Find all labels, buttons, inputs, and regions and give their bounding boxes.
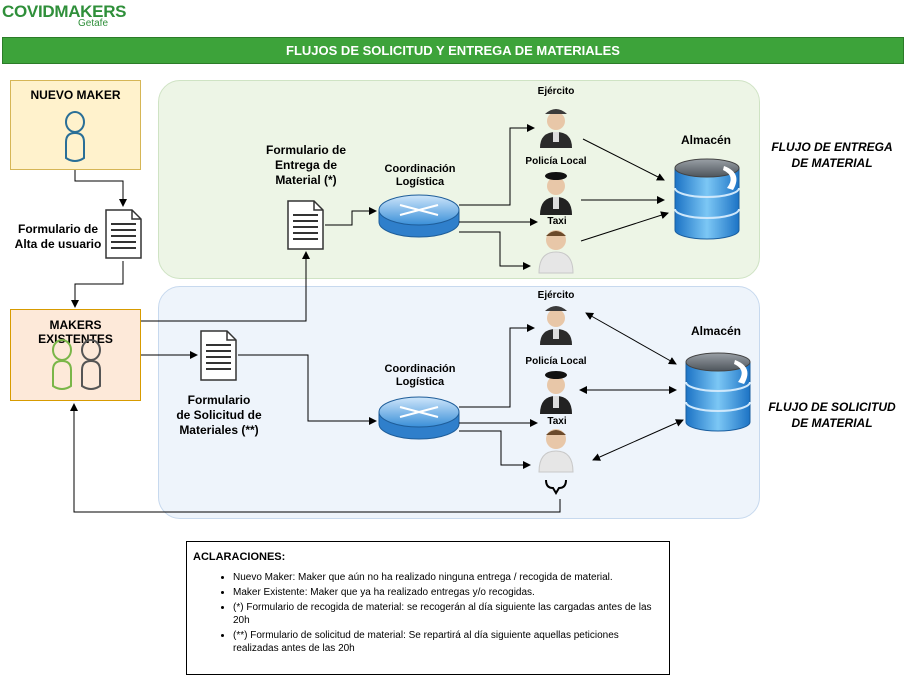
note-item: Maker Existente: Maker que ya ha realiza…	[233, 586, 663, 599]
taxi-person-icon	[538, 230, 574, 274]
database-icon	[674, 158, 740, 240]
router-icon	[378, 396, 460, 440]
entrega-form-line-1: Formulario de	[265, 143, 346, 157]
document-icon	[287, 200, 324, 250]
notes-list: Nuevo Maker: Maker que aún no ha realiza…	[193, 571, 663, 655]
almacen-top-label: Almacén	[680, 133, 732, 147]
coordinacion-top-line-2: Logística	[395, 176, 445, 188]
connector-lines	[70, 124, 684, 513]
coordinacion-bot-line-2: Logística	[395, 376, 445, 388]
entrega-form-label: Formulario de Entrega de Material (*)	[256, 143, 356, 188]
coordinacion-bot-label: Coordinación Logística	[368, 363, 472, 389]
delivery-flow-line-1: FLUJO DE ENTREGA	[771, 140, 893, 154]
taxi-bot-label: Taxi	[547, 416, 567, 427]
notes-box: ACLARACIONES: Nuevo Maker: Maker que aún…	[186, 541, 670, 675]
army-person-icon	[540, 109, 572, 148]
solicitud-form-label: Formulario de Solicitud de Materiales (*…	[160, 393, 278, 438]
database-icon	[685, 352, 751, 432]
solicitud-form-line-2: de Solicitud de	[176, 408, 262, 422]
police-person-icon	[540, 172, 572, 215]
note-item: (**) Formulario de solicitud de material…	[233, 629, 663, 655]
document-icon	[200, 330, 237, 381]
coordinacion-bot-line-1: Coordinación	[384, 363, 456, 375]
request-flow-line-1: FLUJO DE SOLICITUD	[768, 400, 896, 414]
brace-icon	[545, 479, 567, 495]
new-maker-title: NUEVO MAKER	[30, 88, 121, 102]
note-item: (*) Formulario de recogida de material: …	[233, 601, 663, 627]
logo-subtitle: Getafe	[78, 18, 109, 29]
policia-top-label: Policía Local	[525, 156, 587, 167]
coordinacion-top-line-1: Coordinación	[384, 163, 456, 175]
logo-text: COVIDMAKERS	[2, 2, 127, 21]
entrega-form-line-2: Entrega de	[274, 158, 337, 172]
page-title: FLUJOS DE SOLICITUD Y ENTREGA DE MATERIA…	[2, 37, 904, 64]
army-person-icon	[540, 306, 572, 345]
ejercito-bot-label: Ejército	[537, 290, 575, 301]
solicitud-form-line-1: Formulario	[187, 393, 251, 407]
request-flow-line-2: DE MATERIAL	[791, 416, 873, 430]
policia-bot-label: Policía Local	[525, 356, 587, 367]
almacen-bot-label: Almacén	[690, 324, 742, 338]
new-maker-person-icon	[65, 111, 85, 162]
note-item: Nuevo Maker: Maker que aún no ha realiza…	[233, 571, 663, 584]
delivery-flow-label: FLUJO DE ENTREGA DE MATERIAL	[762, 139, 902, 171]
existing-maker-dark-icon	[81, 339, 101, 390]
coordinacion-top-label: Coordinación Logística	[368, 163, 472, 189]
taxi-person-icon	[538, 429, 574, 473]
request-flow-label: FLUJO DE SOLICITUD DE MATERIAL	[762, 399, 902, 431]
ejercito-top-label: Ejército	[537, 86, 575, 97]
logo: COVIDMAKERS	[2, 2, 127, 22]
alta-form-line-1: Formulario de	[17, 222, 98, 236]
existing-makers-box: MAKERS EXISTENTES	[10, 309, 141, 401]
alta-form-line-2: Alta de usuario	[14, 237, 102, 251]
new-maker-box: NUEVO MAKER	[10, 80, 141, 170]
notes-title: ACLARACIONES:	[193, 551, 286, 563]
alta-form-label: Formulario de Alta de usuario	[4, 222, 112, 252]
delivery-flow-line-2: DE MATERIAL	[791, 156, 873, 170]
police-person-icon	[540, 371, 572, 414]
taxi-top-label: Taxi	[547, 216, 567, 227]
entrega-form-line-3: Material (*)	[275, 173, 337, 187]
solicitud-form-line-3: Materiales (**)	[179, 423, 259, 437]
existing-maker-green-icon	[52, 339, 72, 390]
router-icon	[378, 194, 460, 238]
document-icon	[105, 209, 142, 259]
